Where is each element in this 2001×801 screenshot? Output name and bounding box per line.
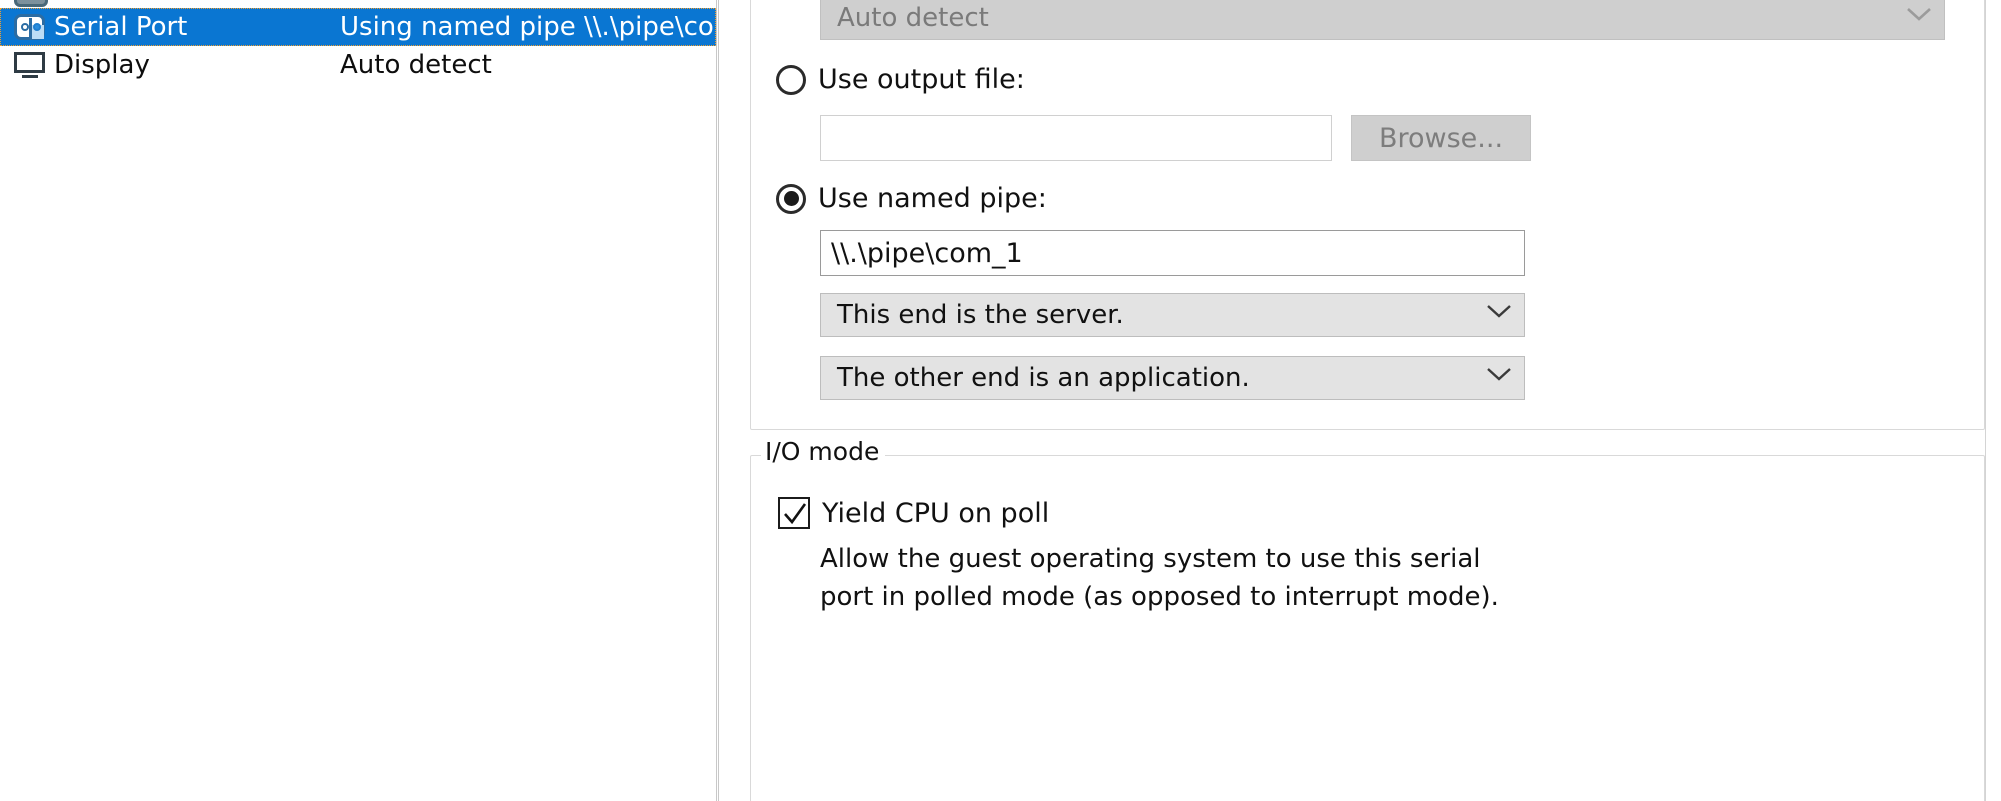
browse-button[interactable]: Browse... — [1351, 115, 1531, 161]
list-item-serial-port[interactable]: Serial Port Using named pipe \\.\pipe\co… — [0, 8, 716, 46]
display-monitor-icon — [14, 50, 48, 80]
device-list[interactable]: Serial Port Using named pipe \\.\pipe\co… — [0, 0, 717, 801]
output-file-path-input[interactable] — [820, 115, 1332, 161]
yield-cpu-checkbox-row[interactable]: Yield CPU on poll — [778, 497, 1049, 529]
far-end-role-combo[interactable]: The other end is an application. — [820, 356, 1525, 400]
serial-port-icon — [14, 12, 48, 42]
browse-button-label: Browse... — [1378, 122, 1504, 154]
settings-pane: Auto detect Use output file: Browse... U… — [718, 0, 2001, 801]
physical-port-combo[interactable]: Auto detect — [820, 0, 1945, 40]
use-named-pipe-radio-row[interactable]: Use named pipe: — [776, 183, 1047, 214]
use-named-pipe-label: Use named pipe: — [818, 183, 1047, 214]
named-pipe-input[interactable]: \\.\pipe\com_1 — [820, 230, 1525, 276]
named-pipe-value: \\.\pipe\com_1 — [831, 237, 1023, 269]
yield-cpu-label: Yield CPU on poll — [822, 497, 1050, 529]
pane-right-divider — [1985, 0, 1986, 801]
near-end-role-value: This end is the server. — [837, 300, 1124, 330]
use-output-file-radio[interactable] — [776, 64, 806, 95]
chevron-down-icon — [1906, 6, 1931, 26]
io-mode-groupbox: I/O mode — [750, 437, 1985, 801]
device-name: Serial Port — [54, 12, 188, 42]
use-output-file-label: Use output file: — [818, 64, 1025, 95]
chevron-down-icon — [1486, 366, 1511, 386]
io-mode-legend: I/O mode — [761, 437, 886, 466]
list-item-display[interactable]: Display Auto detect — [0, 46, 716, 84]
physical-port-combo-value: Auto detect — [837, 3, 989, 33]
device-summary: Using named pipe \\.\pipe\com_1 — [340, 12, 716, 42]
connection-groupbox — [750, 0, 1985, 430]
yield-cpu-description: Allow the guest operating system to use … — [820, 544, 1499, 612]
pane-divider — [718, 0, 719, 801]
chevron-down-icon — [1486, 303, 1511, 323]
device-summary: Auto detect — [340, 50, 492, 80]
checkmark-icon — [784, 503, 807, 525]
list-item-partial-above[interactable] — [0, 0, 716, 8]
device-name: Display — [54, 50, 150, 80]
use-named-pipe-radio[interactable] — [776, 183, 806, 214]
use-output-file-radio-row[interactable]: Use output file: — [776, 64, 1025, 95]
far-end-role-value: The other end is an application. — [837, 363, 1250, 393]
near-end-role-combo[interactable]: This end is the server. — [820, 293, 1525, 337]
usb-controller-icon — [14, 0, 48, 7]
yield-cpu-checkbox[interactable] — [778, 497, 810, 529]
